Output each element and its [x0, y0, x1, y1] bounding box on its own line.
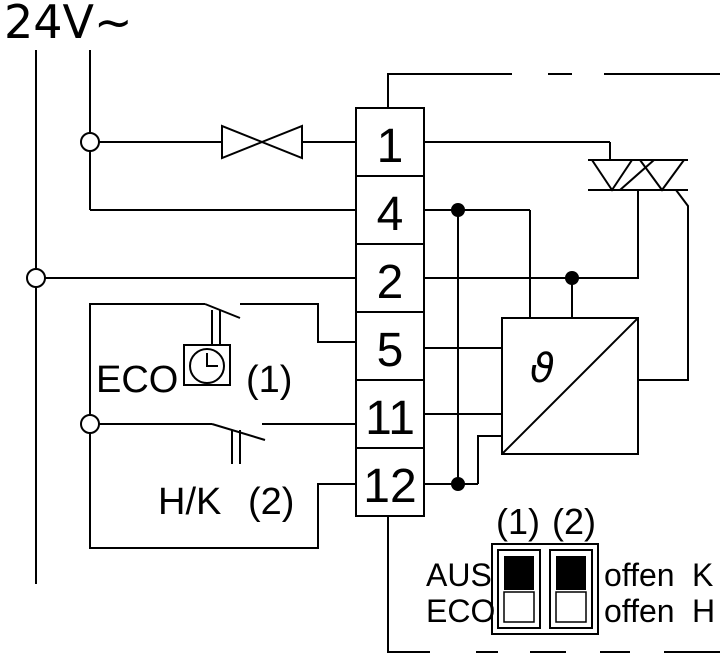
eco-ref-label: (1) — [246, 359, 292, 401]
hk-label: H/K — [158, 481, 221, 523]
hk-switch-contact — [211, 423, 266, 441]
terminal-4 — [355, 175, 425, 245]
terminal-block: 1 4 2 5 11 12 — [355, 107, 425, 517]
dip-left-bottom-label: ECO — [426, 593, 495, 629]
junction-node — [26, 268, 46, 288]
controller-symbol: ϑ — [530, 346, 555, 392]
terminal-11 — [355, 379, 425, 449]
dip-right-top-suffix: K — [692, 557, 713, 593]
controller-diagonal — [501, 317, 639, 455]
junction-node — [80, 414, 100, 434]
enclosure-boundary — [387, 73, 720, 653]
dip-switch-1 — [497, 549, 541, 629]
terminal-label: 11 — [365, 392, 415, 445]
terminal-5 — [355, 311, 425, 381]
supply-voltage-label: 24V~ — [4, 0, 133, 49]
dip-right-bottom-suffix: H — [692, 593, 715, 629]
valve-icon — [221, 124, 303, 160]
eco-label: ECO — [96, 359, 178, 401]
dip-switch-panel: (1) (2) AUS ECO offen K offen H — [426, 501, 715, 635]
terminal-label: 2 — [377, 256, 404, 309]
dip-left-top-label: AUS — [426, 557, 492, 593]
terminal-label: 12 — [363, 460, 416, 513]
wire-terminal-2 — [26, 268, 356, 288]
terminal-12 — [355, 447, 425, 517]
dip-switch-2-label: (2) — [552, 501, 596, 542]
valve-circuit — [80, 124, 356, 160]
terminal-label: 1 — [377, 120, 404, 173]
input-contacts — [80, 303, 356, 549]
terminal-1 — [355, 107, 425, 177]
clock-icon — [183, 344, 231, 386]
dip-right-top-label: offen — [604, 557, 675, 593]
dip-switch-1-label: (1) — [496, 501, 540, 542]
dip-right-bottom-label: offen — [604, 593, 675, 629]
dip-switch-2 — [549, 549, 593, 629]
eco-switch-contact — [204, 303, 241, 319]
controller-wiring: ϑ — [424, 141, 689, 491]
terminal-label: 4 — [377, 188, 404, 241]
hk-ref-label: (2) — [248, 481, 294, 523]
terminal-2 — [355, 243, 425, 313]
junction-node — [80, 132, 100, 152]
terminal-label: 5 — [377, 324, 404, 377]
